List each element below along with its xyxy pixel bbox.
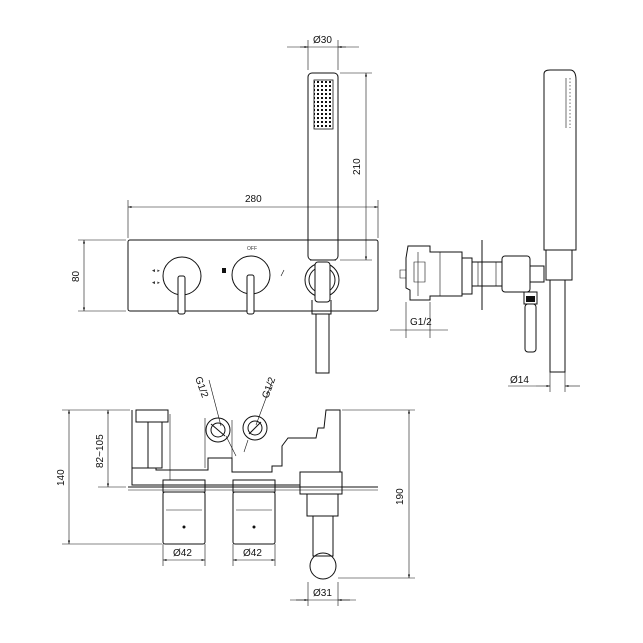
svg-text:Ø42: Ø42 bbox=[243, 548, 262, 559]
left-handle: ◄ ▸ ◄ ▸ bbox=[151, 256, 202, 315]
top-view: G1/2 G1/2 140 bbox=[56, 375, 415, 606]
dim-handshower-length: 210 bbox=[340, 72, 372, 261]
svg-text:◄ ▸: ◄ ▸ bbox=[151, 280, 160, 286]
svg-text:190: 190 bbox=[395, 488, 406, 505]
spray-face bbox=[313, 79, 334, 130]
dim-plate-height: 80 bbox=[71, 239, 126, 312]
valve-cylinder-left bbox=[162, 479, 206, 545]
dim-thread-side: G1/2 bbox=[390, 302, 448, 338]
dim-total-height: 190 bbox=[338, 409, 415, 579]
outlet-cylinder bbox=[299, 471, 343, 580]
handshower-side bbox=[543, 69, 577, 373]
inlet-right bbox=[242, 415, 268, 441]
svg-text:Ø14: Ø14 bbox=[510, 375, 529, 386]
side-valve-body bbox=[399, 245, 473, 301]
dim-body-height: 140 bbox=[56, 409, 162, 545]
svg-text:G1/2: G1/2 bbox=[410, 317, 432, 328]
valve-housing bbox=[131, 409, 341, 486]
svg-text:Ø30: Ø30 bbox=[313, 35, 332, 46]
svg-text:280: 280 bbox=[245, 194, 262, 205]
valve-cylinder-right bbox=[232, 479, 276, 545]
dim-depth-range: 82~105 bbox=[95, 410, 126, 488]
svg-text:G1/2: G1/2 bbox=[260, 375, 278, 400]
handshower-front bbox=[304, 72, 340, 374]
hose-front bbox=[315, 313, 330, 374]
svg-text:Ø31: Ø31 bbox=[313, 588, 332, 599]
front-view: ◄ ▸ ◄ ▸ OFF Ø30 bbox=[71, 35, 379, 374]
svg-text:G1/2: G1/2 bbox=[192, 375, 210, 400]
svg-text:80: 80 bbox=[71, 270, 82, 282]
dim-valve-left-diameter: Ø42 bbox=[162, 544, 206, 566]
side-view: G1/2 Ø14 bbox=[390, 69, 580, 392]
off-label: OFF bbox=[247, 246, 257, 252]
svg-text:◄ ▸: ◄ ▸ bbox=[151, 268, 160, 274]
dim-plate-width: 280 bbox=[127, 194, 379, 238]
dim-outlet-diameter: Ø31 bbox=[290, 582, 356, 606]
dim-valve-right-diameter: Ø42 bbox=[232, 544, 276, 566]
right-handle: OFF bbox=[222, 246, 285, 315]
svg-text:82~105: 82~105 bbox=[95, 434, 106, 468]
dim-handshower-diameter: Ø30 bbox=[287, 35, 359, 70]
svg-text:210: 210 bbox=[352, 158, 363, 175]
inlet-left bbox=[205, 417, 231, 443]
svg-text:140: 140 bbox=[56, 469, 67, 486]
dim-hose-diameter: Ø14 bbox=[508, 370, 580, 392]
svg-text:Ø42: Ø42 bbox=[173, 548, 192, 559]
